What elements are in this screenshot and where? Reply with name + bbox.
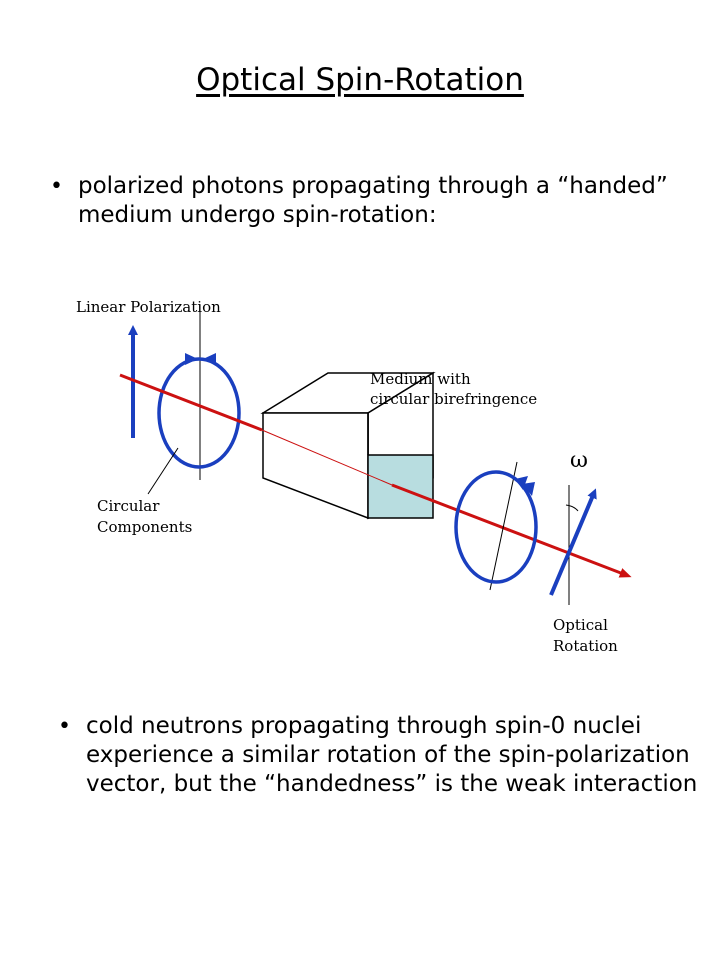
right-circular-component bbox=[454, 470, 538, 584]
circular-components-label-line2: Components bbox=[97, 518, 192, 536]
medium-box-back bbox=[262, 412, 369, 520]
bullet-text: cold neutrons propagating through spin-0… bbox=[86, 713, 698, 797]
beam-outgoing bbox=[391, 483, 632, 578]
left-circle-arrow-right bbox=[185, 353, 198, 365]
circular-components-label-line1: Circular bbox=[97, 497, 160, 515]
right-circle-arrow-b bbox=[522, 482, 535, 496]
bullet-dot: • bbox=[58, 714, 71, 739]
left-circle-arrow-left bbox=[203, 353, 216, 365]
optical-rotation-label-line1: Optical bbox=[553, 616, 608, 634]
circular-components-pointer bbox=[147, 447, 179, 495]
beam-incoming bbox=[119, 373, 263, 432]
medium-box-front-face bbox=[367, 454, 434, 519]
medium-label-line1: Medium with bbox=[370, 370, 471, 388]
omega-label: ω bbox=[570, 448, 588, 473]
page-title: Optical Spin-Rotation bbox=[196, 62, 524, 98]
optical-rotation-label-line2: Rotation bbox=[553, 637, 618, 655]
beam-inside-medium bbox=[261, 429, 393, 486]
right-circle-arrow-a bbox=[515, 476, 528, 490]
rotation-angle-arc bbox=[565, 504, 579, 512]
left-circular-component bbox=[157, 357, 241, 469]
medium-label-line2: circular birefringence bbox=[370, 390, 537, 408]
bullet-text: polarized photons propagating through a … bbox=[78, 173, 668, 228]
bullet-dot: • bbox=[50, 174, 63, 199]
right-axis-line bbox=[489, 461, 518, 591]
linear-polarization-label: Linear Polarization bbox=[76, 298, 221, 316]
rotated-polarization-arrow bbox=[549, 488, 597, 596]
